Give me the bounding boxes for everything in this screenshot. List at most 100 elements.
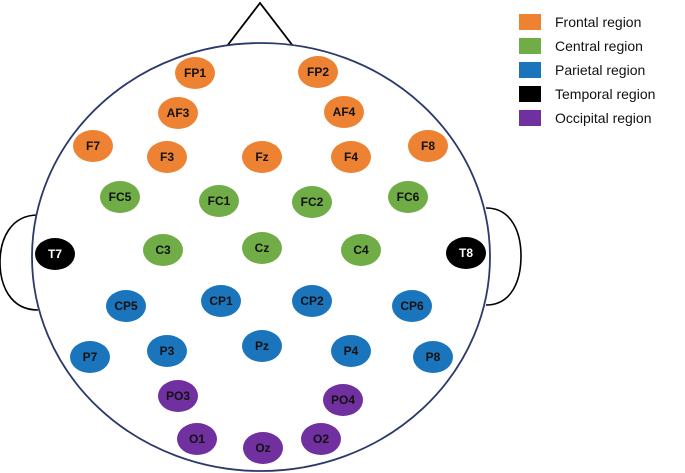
legend-item-temporal: Temporal region — [519, 86, 655, 102]
left-ear — [0, 214, 39, 311]
electrode-marker — [70, 341, 110, 373]
electrode-marker — [392, 290, 432, 322]
electrode-label: Cz — [255, 241, 270, 255]
electrode-f3: F3 — [147, 141, 187, 173]
electrode-marker — [242, 330, 282, 362]
electrode-label: PO3 — [166, 389, 190, 403]
electrode-marker — [199, 185, 239, 217]
electrode-marker — [106, 290, 146, 322]
legend-swatch — [519, 86, 541, 102]
electrode-label: O1 — [189, 432, 205, 446]
electrode-label: P7 — [83, 350, 98, 364]
electrode-label: CP2 — [300, 294, 324, 308]
electrode-marker — [341, 234, 381, 266]
right-ear — [485, 207, 522, 306]
electrode-marker — [301, 423, 341, 455]
electrode-marker — [147, 335, 187, 367]
electrode-marker — [175, 57, 215, 89]
electrode-f7: F7 — [73, 130, 113, 162]
nose — [225, 1, 295, 47]
electrode-p3: P3 — [147, 335, 187, 367]
electrode-marker — [73, 130, 113, 162]
electrode-o2: O2 — [301, 423, 341, 455]
electrode-fp2: FP2 — [298, 56, 338, 88]
electrode-marker — [243, 432, 283, 464]
legend-label: Central region — [555, 38, 643, 54]
legend-label: Temporal region — [555, 86, 655, 102]
electrode-c4: C4 — [341, 234, 381, 266]
electrode-label: FC2 — [301, 195, 324, 209]
electrode-label: T7 — [48, 247, 62, 261]
electrode-marker — [292, 285, 332, 317]
electrode-label: P4 — [344, 344, 359, 358]
electrode-marker — [324, 96, 364, 128]
legend-swatch — [519, 62, 541, 78]
electrode-label: FP2 — [307, 65, 329, 79]
electrode-pz: Pz — [242, 330, 282, 362]
electrode-f8: F8 — [408, 130, 448, 162]
electrode-t8: T8 — [446, 237, 486, 269]
electrode-p8: P8 — [413, 341, 453, 373]
electrode-marker — [147, 141, 187, 173]
legend-swatch — [519, 38, 541, 54]
electrode-t7: T7 — [35, 238, 75, 270]
electrode-marker — [177, 423, 217, 455]
electrode-fc1: FC1 — [199, 185, 239, 217]
electrode-marker — [292, 186, 332, 218]
electrode-label: T8 — [459, 246, 473, 260]
electrode-marker — [242, 141, 282, 173]
electrode-marker — [331, 335, 371, 367]
electrode-marker — [298, 56, 338, 88]
electrode-marker — [201, 285, 241, 317]
electrode-label: AF4 — [333, 105, 356, 119]
electrode-label: F7 — [86, 139, 100, 153]
legend-swatch — [519, 110, 541, 126]
electrode-oz: Oz — [243, 432, 283, 464]
electrode-label: AF3 — [167, 106, 190, 120]
electrode-label: F4 — [344, 150, 358, 164]
legend-label: Frontal region — [555, 14, 641, 30]
electrode-marker — [35, 238, 75, 270]
electrode-label: FC5 — [109, 190, 132, 204]
electrode-fz: Fz — [242, 141, 282, 173]
electrode-fp1: FP1 — [175, 57, 215, 89]
electrode-label: Pz — [255, 339, 269, 353]
electrode-fc6: FC6 — [388, 181, 428, 213]
electrode-p4: P4 — [331, 335, 371, 367]
legend-label: Parietal region — [555, 62, 645, 78]
electrode-label: Fz — [255, 150, 268, 164]
electrode-marker — [242, 232, 282, 264]
legend-item-central: Central region — [519, 38, 643, 54]
electrode-p7: P7 — [70, 341, 110, 373]
electrode-marker — [158, 97, 198, 129]
electrode-label: CP1 — [209, 294, 233, 308]
electrode-af3: AF3 — [158, 97, 198, 129]
electrode-po3: PO3 — [158, 380, 198, 412]
electrode-label: Oz — [255, 441, 270, 455]
legend-item-parietal: Parietal region — [519, 62, 645, 78]
electrode-label: C3 — [155, 243, 171, 257]
electrode-c3: C3 — [143, 234, 183, 266]
electrode-label: O2 — [313, 432, 329, 446]
electrode-label: PO4 — [331, 393, 355, 407]
electrode-cp5: CP5 — [106, 290, 146, 322]
electrode-label: C4 — [353, 243, 369, 257]
electrode-fc5: FC5 — [100, 181, 140, 213]
electrode-marker — [408, 130, 448, 162]
electrode-marker — [388, 181, 428, 213]
electrode-marker — [158, 380, 198, 412]
electrode-cz: Cz — [242, 232, 282, 264]
electrode-cp1: CP1 — [201, 285, 241, 317]
electrode-po4: PO4 — [323, 384, 363, 416]
electrode-f4: F4 — [331, 141, 371, 173]
electrode-fc2: FC2 — [292, 186, 332, 218]
legend-swatch — [519, 14, 541, 30]
electrode-label: F8 — [421, 139, 435, 153]
electrode-o1: O1 — [177, 423, 217, 455]
electrode-label: FC6 — [397, 190, 420, 204]
electrode-marker — [100, 181, 140, 213]
electrode-marker — [331, 141, 371, 173]
electrode-cp6: CP6 — [392, 290, 432, 322]
